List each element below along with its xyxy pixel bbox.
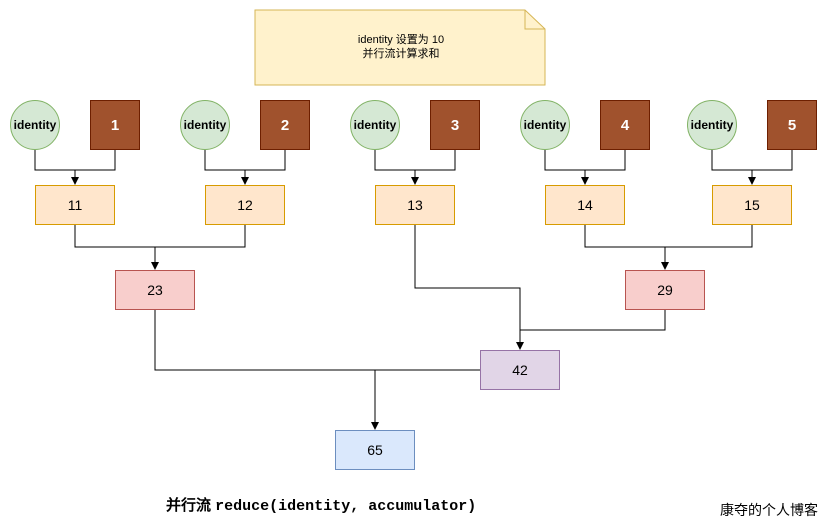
connector-identity-2-to-12 (204, 150, 249, 185)
caption-code: reduce(identity, accumulator) (215, 498, 477, 515)
connector-23-to-65 (154, 310, 379, 430)
note-text: identity 设置为 10 并行流计算求和 (256, 33, 546, 61)
sum-node-23: 23 (115, 270, 195, 310)
value-node-5: 5 (767, 100, 817, 150)
note-shape (254, 9, 546, 86)
connector-29-to-42 (520, 310, 666, 331)
connector-14-to-29 (584, 225, 669, 270)
sum-node-42: 42 (480, 350, 560, 390)
value-node-4: 4 (600, 100, 650, 150)
connector-identity-1-to-11 (34, 150, 79, 185)
connector-value-3-to-13 (415, 150, 456, 171)
identity-node-1: identity (10, 100, 60, 150)
identity-node-2: identity (180, 100, 230, 150)
sum-node-14: 14 (545, 185, 625, 225)
sum-node-11: 11 (35, 185, 115, 225)
sum-node-29: 29 (625, 270, 705, 310)
connector-value-4-to-14 (585, 150, 626, 171)
connector-identity-5-to-15 (711, 150, 756, 185)
result-node-65: 65 (335, 430, 415, 470)
identity-node-5: identity (687, 100, 737, 150)
connector-identity-3-to-13 (374, 150, 419, 185)
connector-value-5-to-15 (752, 150, 793, 171)
sum-node-15: 15 (712, 185, 792, 225)
diagram-caption: 并行流 reduce(identity, accumulator) (166, 494, 476, 515)
sum-node-13: 13 (375, 185, 455, 225)
value-node-3: 3 (430, 100, 480, 150)
value-node-1: 1 (90, 100, 140, 150)
connector-12-to-23 (155, 225, 246, 248)
sum-node-12: 12 (205, 185, 285, 225)
note-fold (524, 10, 545, 30)
connector-13-to-42 (414, 225, 524, 350)
connector-value-1-to-11 (75, 150, 116, 171)
identity-node-3: identity (350, 100, 400, 150)
blog-watermark: 康夺的个人博客 (720, 503, 818, 519)
connector-identity-4-to-14 (544, 150, 589, 185)
connector-15-to-29 (665, 225, 753, 248)
note-line-2: 并行流计算求和 (362, 48, 440, 60)
identity-node-4: identity (520, 100, 570, 150)
connector-11-to-23 (74, 225, 159, 270)
connector-value-2-to-12 (245, 150, 286, 171)
value-node-2: 2 (260, 100, 310, 150)
caption-prefix: 并行流 (166, 497, 216, 514)
note-line-1: identity 设置为 10 (357, 34, 445, 46)
